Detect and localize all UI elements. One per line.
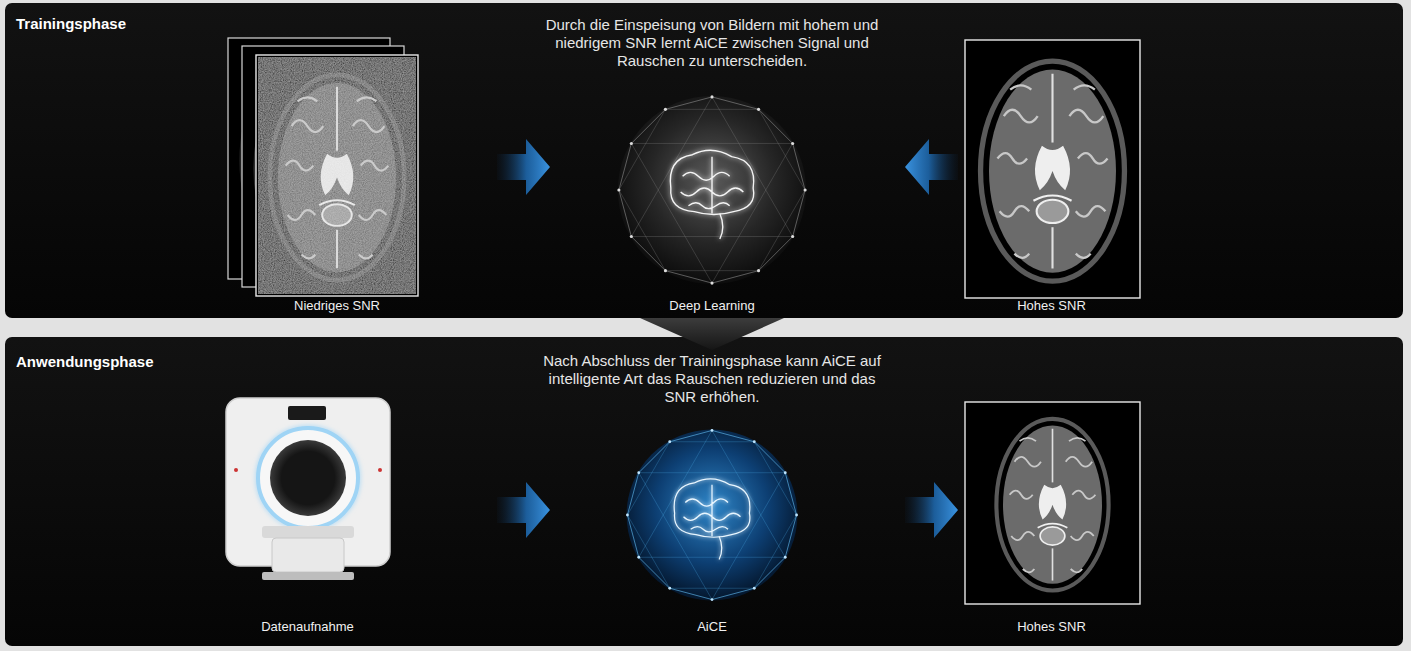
text-slot: Anwendungsphase: [16, 353, 154, 371]
artwork-part: [968, 42, 1137, 296]
image-stack-box: Niedriges SNR: [217, 33, 497, 316]
artwork-part: [965, 40, 1140, 298]
text-slot: Trainingsphase: [16, 15, 126, 33]
artwork-part: [5, 337, 1403, 646]
flow-arrow: [905, 482, 958, 538]
node-caption: Deep Learning: [612, 298, 812, 314]
artwork-part: [288, 406, 326, 420]
text-slot: Hohes SNR: [958, 298, 1145, 314]
artwork-part: [270, 440, 346, 516]
text-slot: Nach Abschluss der Trainingsphase kann A…: [542, 352, 882, 406]
phase-panel-ground: [5, 3, 1403, 646]
artwork-part: [272, 538, 344, 572]
aice-globe: [626, 429, 798, 601]
artwork-part: [234, 468, 238, 472]
phase-heading: Anwendungsphase: [16, 353, 154, 371]
artwork-part: [378, 468, 382, 472]
text-slot: Niedriges SNR: [217, 298, 457, 314]
artwork-part: [258, 57, 416, 294]
flow-arrow: [497, 139, 550, 195]
phase-panel: Trainingsphase Durch die Einspeisung von …: [5, 3, 1403, 318]
text-slot: Durch die Einspeisung von Bildern mit ho…: [542, 16, 882, 70]
text-slot: AiCE: [612, 619, 812, 635]
phase-heading: Trainingsphase: [16, 15, 126, 33]
artwork-part: [262, 572, 354, 580]
low-snr-stack: [228, 38, 418, 296]
text-slot: Deep Learning: [612, 298, 812, 314]
network-globe: Deep Learning: [550, 76, 905, 316]
network-globe: AiCE: [550, 424, 905, 644]
artwork-part: [5, 3, 1403, 318]
artwork-part: [626, 429, 798, 601]
phase-panel: Anwendungsphase Nach Abschluss der Traini…: [5, 337, 1403, 646]
flow-arrow: [905, 139, 958, 195]
artwork-part: [617, 95, 806, 284]
deep-learning-globe: [617, 95, 806, 284]
high-snr-image: [965, 402, 1140, 604]
node-caption: AiCE: [612, 619, 812, 635]
phase-description: Durch die Einspeisung von Bildern mit ho…: [542, 16, 882, 70]
artwork-part: [987, 404, 1119, 602]
text-slot: Datenaufnahme: [210, 619, 405, 635]
image-box: Hohes SNR: [958, 398, 1145, 644]
high-snr-image: [965, 40, 1140, 298]
node-caption: Datenaufnahme: [210, 619, 405, 635]
artwork-part: [965, 402, 1140, 604]
flow-arrow: [497, 482, 550, 538]
artwork-part: [262, 526, 354, 538]
phase-description: Nach Abschluss der Trainingsphase kann A…: [542, 352, 882, 406]
phase-chevron: [640, 318, 784, 350]
node-caption: Hohes SNR: [958, 619, 1145, 635]
node-caption: Hohes SNR: [958, 298, 1145, 314]
image-box: Hohes SNR: [958, 36, 1145, 316]
scanner-box: Datenaufnahme: [210, 390, 497, 644]
node-caption: Niedriges SNR: [217, 298, 457, 314]
text-slot: Hohes SNR: [958, 619, 1145, 635]
artwork-part: [258, 428, 358, 528]
artwork-part: [256, 55, 418, 296]
mri-scanner: [226, 398, 390, 580]
